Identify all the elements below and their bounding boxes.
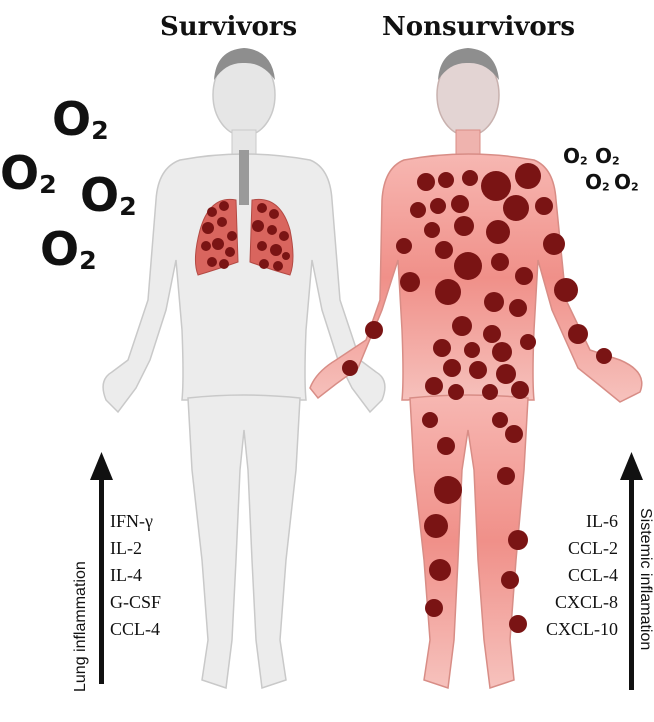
cytokine-item: CXCL-8 (532, 589, 618, 616)
oxygen-molecule: O2 (80, 172, 137, 219)
oxygen-molecule: O2 (0, 150, 57, 197)
lung-inflammation-label: Lung inflammation (72, 561, 90, 692)
lung-lesion (267, 225, 277, 235)
systemic-lesion (486, 220, 510, 244)
systemic-lesion (496, 364, 516, 384)
systemic-lesion (451, 195, 469, 213)
systemic-lesion (511, 381, 529, 399)
cytokine-item: IFN-γ (110, 508, 161, 535)
systemic-lesion (396, 238, 412, 254)
lung-lesion (212, 238, 224, 250)
oxygen-molecule: O2 (585, 172, 610, 193)
lung-lesion (257, 203, 267, 213)
cytokine-item: CCL-4 (110, 616, 161, 643)
systemic-lesion (492, 412, 508, 428)
lung-lesion (225, 247, 235, 257)
survivor-cytokine-list: IFN-γ IL-2 IL-4 G-CSF CCL-4 (110, 508, 161, 643)
lung-lesion (270, 244, 282, 256)
systemic-lesion (417, 173, 435, 191)
systemic-lesion (435, 279, 461, 305)
systemic-lesion (508, 530, 528, 550)
lung-lesion (217, 217, 227, 227)
systemic-lesion (520, 334, 536, 350)
systemic-lesion (554, 278, 578, 302)
lung-lesion (227, 231, 237, 241)
systemic-lesion (443, 359, 461, 377)
systemic-lesion (492, 342, 512, 362)
systemic-lesion (497, 467, 515, 485)
systemic-lesion (568, 324, 588, 344)
systemic-lesion (429, 559, 451, 581)
nonsurvivor-cytokine-list: IL-6 CCL-2 CCL-4 CXCL-8 CXCL-10 (532, 508, 618, 643)
oxygen-molecule: O2 (595, 146, 620, 167)
nonsurvivors-title: Nonsurvivors (382, 12, 575, 42)
systemic-lesion (535, 197, 553, 215)
systemic-lesion (425, 599, 443, 617)
systemic-lesion (596, 348, 612, 364)
cytokine-item: CXCL-10 (532, 616, 618, 643)
lung-lesion (202, 222, 214, 234)
systemic-lesion (454, 216, 474, 236)
lung-lesion (257, 241, 267, 251)
oxygen-molecule: O2 (563, 146, 588, 167)
systemic-lesion (424, 514, 448, 538)
systemic-lesion (481, 171, 511, 201)
systemic-lesion (435, 241, 453, 259)
systemic-lesion (437, 437, 455, 455)
oxygen-molecule: O2 (52, 96, 109, 143)
survivors-title: Survivors (160, 12, 297, 42)
lung-lesion (252, 220, 264, 232)
cytokine-item: CCL-2 (532, 535, 618, 562)
systemic-lesion (469, 361, 487, 379)
systemic-lesion (452, 316, 472, 336)
lung-lesion (259, 259, 269, 269)
lung-lesion (273, 261, 283, 271)
cytokine-item: IL-6 (532, 508, 618, 535)
systemic-lesion (543, 233, 565, 255)
systemic-lesion (503, 195, 529, 221)
systemic-lesion (483, 325, 501, 343)
systemic-lesion (464, 342, 480, 358)
systemic-lesion (430, 198, 446, 214)
systemic-lesion (454, 252, 482, 280)
systemic-lesion (509, 299, 527, 317)
cytokine-item: IL-2 (110, 535, 161, 562)
oxygen-molecule: O2 (614, 172, 639, 193)
lung-lesion (219, 201, 229, 211)
oxygen-molecule: O2 (40, 226, 97, 273)
systemic-lesion (424, 222, 440, 238)
cytokine-item: CCL-4 (532, 562, 618, 589)
systemic-lesion (434, 476, 462, 504)
systemic-lesion (400, 272, 420, 292)
systemic-lesion (482, 384, 498, 400)
systemic-lesion (448, 384, 464, 400)
systemic-lesion (422, 412, 438, 428)
lung-lesion (201, 241, 211, 251)
lung-lesion (269, 209, 279, 219)
systemic-lesion (438, 172, 454, 188)
cytokine-item: G-CSF (110, 589, 161, 616)
systemic-lesion (425, 377, 443, 395)
cytokine-item: IL-4 (110, 562, 161, 589)
systemic-lesion (491, 253, 509, 271)
systemic-lesion (515, 267, 533, 285)
systemic-lesion (342, 360, 358, 376)
systemic-lesion (515, 163, 541, 189)
systemic-lesion (462, 170, 478, 186)
lung-lesion (219, 259, 229, 269)
lung-lesion (207, 257, 217, 267)
systemic-lesion (509, 615, 527, 633)
systemic-lesion (410, 202, 426, 218)
lung-lesion (207, 207, 217, 217)
lung-lesion (279, 231, 289, 241)
systemic-lesion (365, 321, 383, 339)
lung-lesion (282, 252, 290, 260)
systemic-inflammation-label: Sistemic inflamation (636, 508, 654, 650)
systemic-lesion (484, 292, 504, 312)
systemic-lesion (433, 339, 451, 357)
systemic-lesion (505, 425, 523, 443)
systemic-lesion (501, 571, 519, 589)
